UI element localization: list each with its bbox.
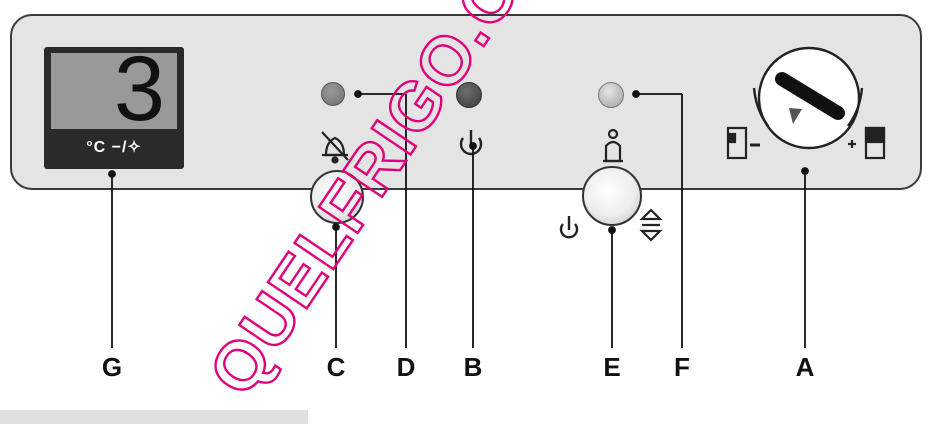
- watermark-text: QUELFRIGO.COM: [194, 0, 597, 408]
- power-button-e[interactable]: [582, 166, 642, 226]
- fridge-freezer-icon: [848, 126, 886, 160]
- fridge-icon: [726, 126, 760, 160]
- power-icon: [459, 130, 483, 156]
- lcd-screen: 3: [51, 43, 177, 135]
- alarm-button-c[interactable]: [310, 170, 364, 224]
- callout-d: D: [396, 352, 416, 382]
- watermark: QUELFRIGO.COM: [193, 0, 598, 410]
- callout-e: E: [603, 352, 621, 382]
- indicator-light-b: [456, 82, 482, 108]
- indicator-light-d: [321, 82, 345, 106]
- up-down-arrows-icon: [639, 208, 663, 242]
- callout-f: F: [674, 352, 690, 382]
- callout-c: C: [326, 352, 346, 382]
- footer-band: [0, 410, 308, 424]
- display-digit: 3: [113, 38, 165, 140]
- alarm-off-icon: [321, 131, 349, 164]
- thermostat-dial-a[interactable]: [757, 46, 861, 150]
- standby-icon: [559, 216, 579, 239]
- callout-b: B: [463, 352, 483, 382]
- callout-g: G: [101, 352, 123, 382]
- display-units-label: °C −/✧: [86, 139, 142, 156]
- callout-a: A: [795, 352, 815, 382]
- penguin-icon: [603, 128, 623, 163]
- indicator-light-f: [598, 82, 624, 108]
